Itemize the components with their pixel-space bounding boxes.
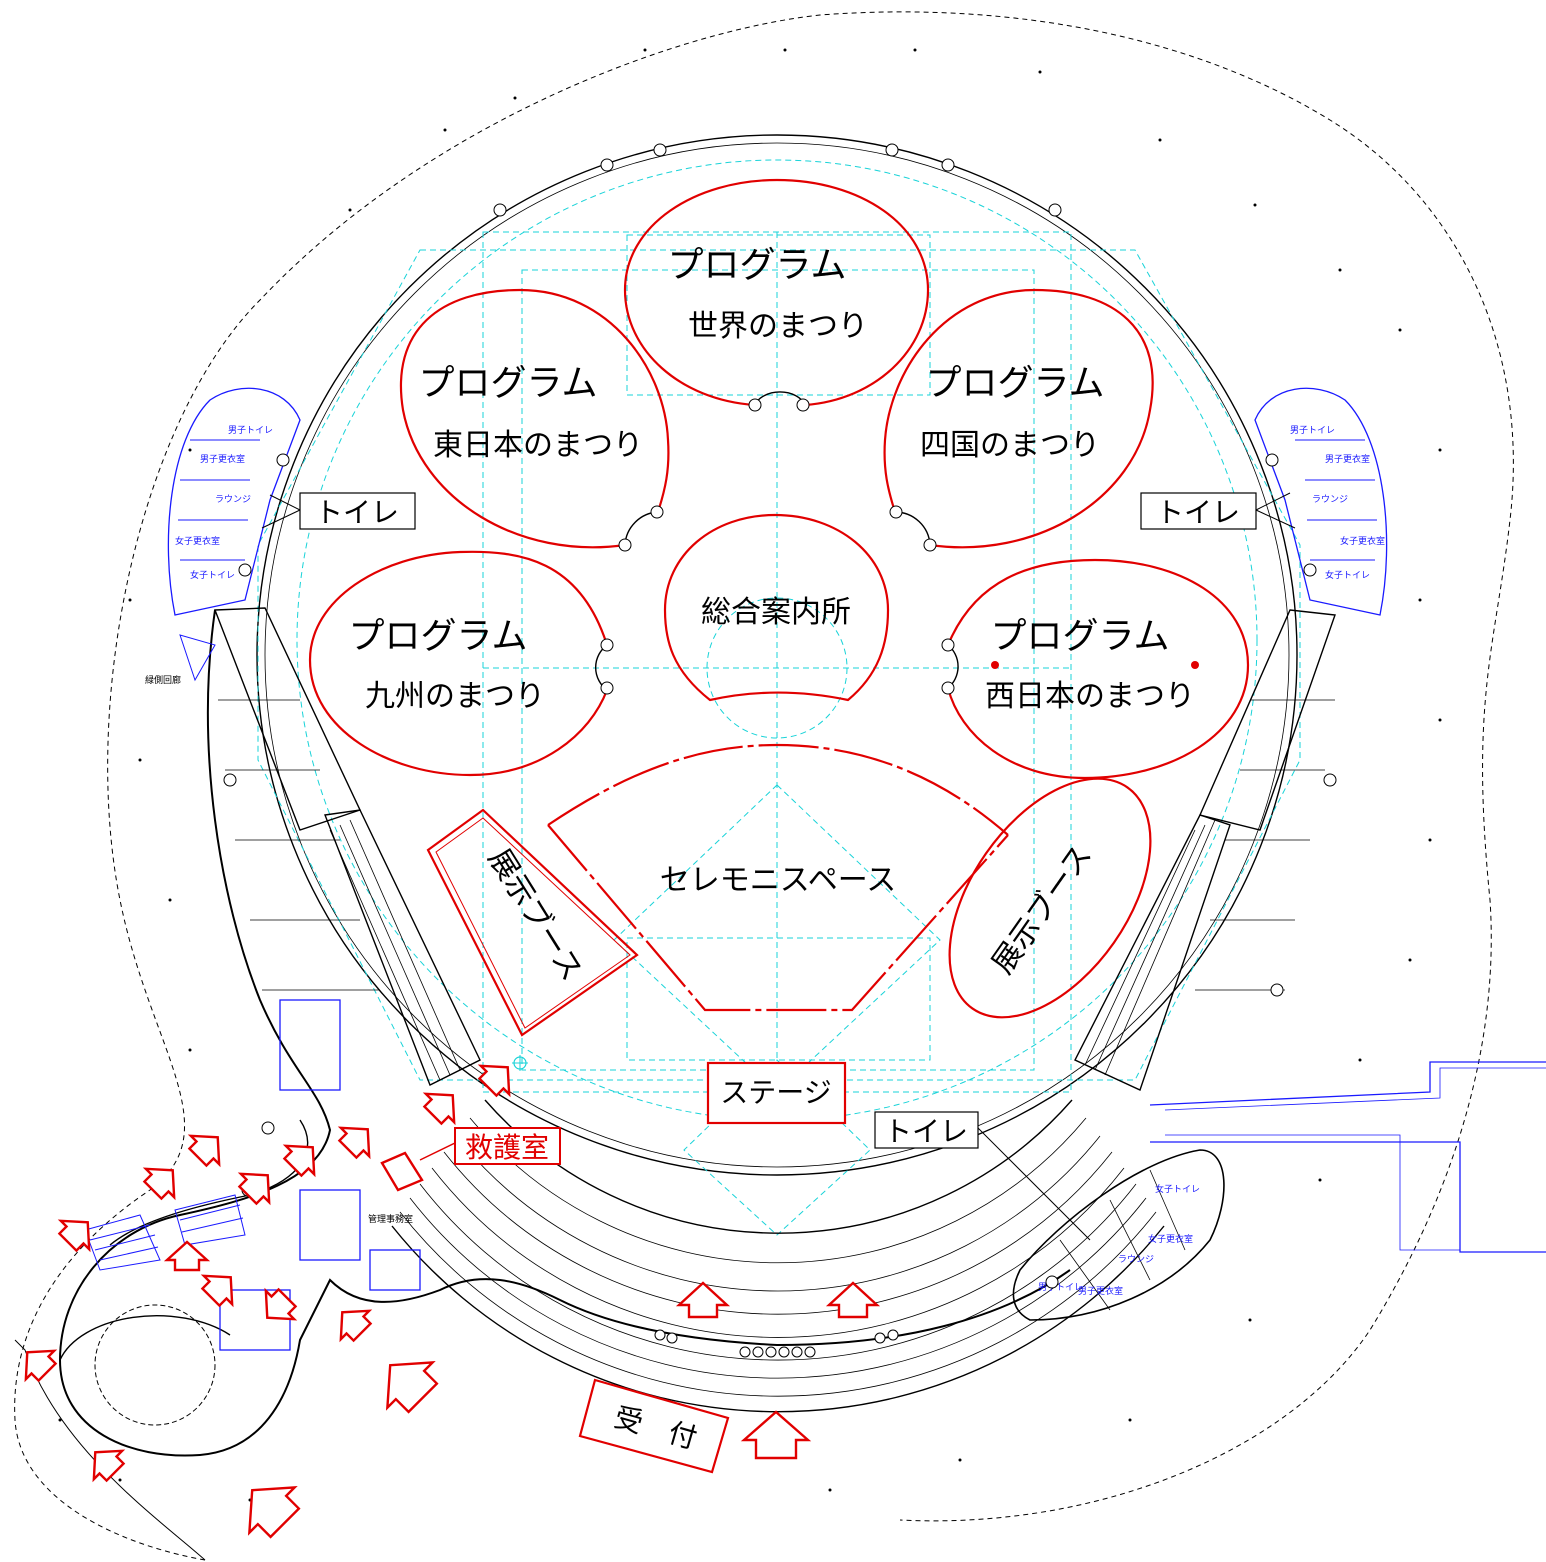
entrance-gates bbox=[654, 1329, 899, 1358]
arrow-entrance-17 bbox=[264, 1287, 298, 1321]
zone-east-title: プログラム bbox=[419, 363, 598, 404]
zone-east-subtitle: 東日本のまつり bbox=[433, 428, 643, 463]
guide-octagon bbox=[257, 249, 1301, 1081]
guide-rect-top bbox=[626, 234, 931, 396]
site-boundary bbox=[14, 11, 1514, 1561]
arrow-entrance-10 bbox=[142, 1167, 176, 1201]
right-mens-toilet-label: 男子トイレ bbox=[1290, 425, 1335, 436]
zone-kyushu-title: プログラム bbox=[349, 616, 528, 657]
entrance-arrows bbox=[24, 1064, 881, 1539]
office-label: 管理事務室 bbox=[368, 1213, 413, 1225]
arrow-entrance-9 bbox=[57, 1219, 91, 1253]
site-dots bbox=[58, 48, 1442, 1502]
zone-shikoku-subtitle: 四国のまつり bbox=[920, 428, 1100, 463]
br-lounge-label: ラウンジ bbox=[1118, 1254, 1154, 1265]
zone-reception[interactable]: 受 付 bbox=[578, 1378, 730, 1474]
arena-outer-wall-2 bbox=[264, 142, 1290, 1168]
zone-ceremony-label: セレモニスペース bbox=[660, 863, 896, 898]
guide-rect-stage bbox=[626, 937, 931, 1061]
arrow-entrance-14 bbox=[337, 1126, 371, 1160]
zone-world-subtitle: 世界のまつり bbox=[688, 309, 868, 344]
arrow-entrance-5 bbox=[247, 1485, 301, 1539]
right-corridor bbox=[1149, 1061, 1546, 1253]
zone-info-center[interactable]: 総合案内所 bbox=[663, 513, 890, 702]
toilet-right-callout[interactable]: トイレ bbox=[1140, 492, 1296, 530]
arrow-entrance-12 bbox=[282, 1144, 316, 1178]
left-womens-locker-label: 女子更衣室 bbox=[175, 535, 220, 547]
arrow-entrance-15 bbox=[163, 1240, 211, 1272]
zone-ceremony[interactable]: セレモニスペース bbox=[547, 743, 1009, 1012]
zone-shikoku[interactable]: プログラム 四国のまつり bbox=[883, 288, 1154, 552]
arrow-entrance-19 bbox=[477, 1064, 511, 1098]
toilet-bottom-callout[interactable]: トイレ bbox=[874, 1111, 1091, 1241]
left-mens-locker-label: 男子更衣室 bbox=[200, 453, 245, 465]
zone-stage[interactable]: ステージ bbox=[706, 1061, 847, 1125]
arrow-entrance-3 bbox=[740, 1410, 812, 1460]
br-womens-locker-label: 女子更衣室 bbox=[1148, 1233, 1193, 1245]
arrow-entrance-11 bbox=[187, 1134, 221, 1168]
bottom-seating bbox=[391, 1099, 1165, 1413]
arrow-entrance-13 bbox=[237, 1172, 271, 1206]
right-stands bbox=[1074, 609, 1336, 1091]
arrow-entrance-18 bbox=[422, 1092, 456, 1126]
left-wing-building bbox=[58, 609, 1071, 1457]
left-stands bbox=[213, 607, 481, 1086]
left-mens-toilet-label: 男子トイレ bbox=[228, 425, 273, 436]
bottom-right-restroom-pod: 女子トイレ 女子更衣室 ラウンジ 男子トイレ 男子更衣室 bbox=[1012, 1149, 1225, 1321]
br-mens-locker-label: 男子更衣室 bbox=[1078, 1285, 1123, 1297]
arrow-entrance-6 bbox=[92, 1449, 126, 1483]
arrow-entrance-2 bbox=[825, 1281, 881, 1319]
toilet-bottom-label: トイレ bbox=[884, 1115, 968, 1148]
left-blue-facility bbox=[84, 634, 421, 1351]
arrow-entrance-16 bbox=[200, 1274, 234, 1308]
right-mens-locker-label: 男子更衣室 bbox=[1325, 453, 1370, 465]
br-mens-toilet-label: 男子トイレ bbox=[1038, 1282, 1083, 1293]
left-womens-toilet-label: 女子トイレ bbox=[190, 569, 235, 581]
zone-first-aid-label: 救護室 bbox=[465, 1131, 549, 1164]
arrow-entrance-7 bbox=[24, 1349, 58, 1383]
zone-shikoku-title: プログラム bbox=[926, 363, 1105, 404]
right-womens-locker-label: 女子更衣室 bbox=[1340, 535, 1385, 547]
arrow-entrance-8 bbox=[339, 1309, 373, 1343]
toilet-left-label: トイレ bbox=[315, 496, 399, 529]
arrow-entrance-4 bbox=[385, 1360, 439, 1414]
guide-rect-inner bbox=[521, 269, 1035, 1071]
toilet-right-label: トイレ bbox=[1156, 496, 1240, 529]
zone-west[interactable]: プログラム 西日本のまつり bbox=[941, 558, 1250, 780]
right-lounge-label: ラウンジ bbox=[1312, 494, 1348, 505]
arrow-entrance-1 bbox=[675, 1281, 731, 1319]
zone-kyushu[interactable]: プログラム 九州のまつり bbox=[308, 550, 614, 777]
left-tower-arc bbox=[59, 1314, 231, 1361]
toilet-left-callout[interactable]: トイレ bbox=[261, 492, 416, 530]
zone-kyushu-subtitle: 九州のまつり bbox=[365, 679, 545, 714]
arena-outer-wall bbox=[256, 134, 1298, 1176]
right-womens-toilet-label: 女子トイレ bbox=[1325, 569, 1370, 581]
zone-east[interactable]: プログラム 東日本のまつり bbox=[399, 288, 670, 552]
left-restroom-pod: 男子トイレ 男子更衣室 ラウンジ 女子更衣室 女子トイレ bbox=[167, 387, 301, 616]
zone-booth-left-label: 展示ブース bbox=[481, 843, 589, 987]
zone-first-aid[interactable]: 救護室 bbox=[380, 1127, 561, 1192]
guide-diamond bbox=[613, 784, 941, 1093]
zone-world[interactable]: プログラム 世界のまつり bbox=[623, 178, 930, 412]
br-womens-toilet-label: 女子トイレ bbox=[1155, 1183, 1200, 1195]
zone-stage-label: ステージ bbox=[720, 1076, 831, 1109]
zone-info-label: 総合案内所 bbox=[701, 595, 851, 630]
zone-booth-left[interactable]: 展示ブース bbox=[426, 808, 639, 1037]
zone-world-title: プログラム bbox=[668, 245, 847, 286]
zone-west-subtitle: 西日本のまつり bbox=[985, 679, 1195, 714]
right-restroom-pod: 男子トイレ 男子更衣室 ラウンジ 女子更衣室 女子トイレ bbox=[1254, 387, 1388, 616]
perimeter-columns bbox=[178, 143, 1337, 1289]
corridor-label: 緑側回廊 bbox=[145, 674, 181, 686]
left-lounge-label: ラウンジ bbox=[215, 494, 251, 505]
zone-booth-right-label: 展示ブース bbox=[985, 839, 1099, 981]
left-tower-circle bbox=[94, 1304, 216, 1426]
zone-west-title: プログラム bbox=[991, 616, 1170, 657]
guide-circle-center bbox=[706, 597, 848, 739]
